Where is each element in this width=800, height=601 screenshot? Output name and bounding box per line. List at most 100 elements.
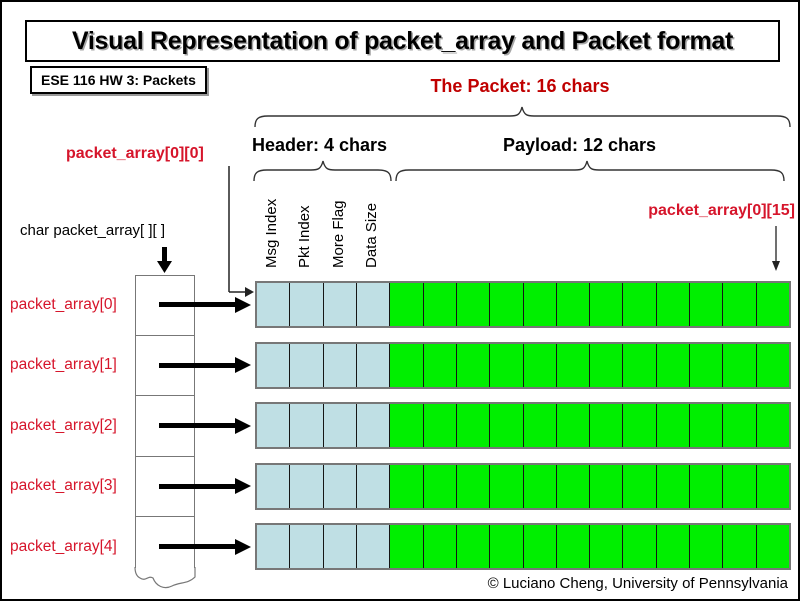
payload-cell xyxy=(490,283,524,326)
payload-cell xyxy=(456,525,491,568)
header-brace xyxy=(253,160,392,182)
header-field-label: Data Size xyxy=(363,202,381,268)
payload-cell xyxy=(756,464,789,508)
array-declaration-label: char packet_array[ ][ ] xyxy=(20,222,166,239)
row-label: packet_array[0] xyxy=(10,295,117,313)
payload-cell xyxy=(456,343,491,387)
packet-row xyxy=(255,281,791,328)
payload-cell xyxy=(523,283,557,326)
array-pointer-column xyxy=(135,275,195,568)
header-cell xyxy=(356,525,391,568)
packet-row xyxy=(255,523,791,570)
course-badge: ESE 116 HW 3: Packets xyxy=(30,66,207,94)
header-cell xyxy=(290,343,324,387)
payload-cell xyxy=(723,464,757,508)
payload-cell xyxy=(423,404,457,447)
packet-row xyxy=(255,462,791,510)
payload-cell xyxy=(690,464,724,508)
payload-cell xyxy=(390,464,424,508)
pointer-cell-divider xyxy=(136,395,194,396)
payload-cell xyxy=(623,525,657,568)
payload-cell xyxy=(556,464,591,508)
row-arrow-icon xyxy=(159,478,251,494)
payload-cell xyxy=(490,464,524,508)
header-field-label: More Flag xyxy=(329,200,347,268)
declaration-arrow-icon xyxy=(157,247,172,273)
payload-cell xyxy=(523,404,557,447)
payload-cell xyxy=(590,525,624,568)
payload-cell xyxy=(423,343,457,387)
payload-cell xyxy=(756,283,789,326)
payload-cell xyxy=(656,283,691,326)
header-cell xyxy=(257,283,291,326)
header-field-label: Pkt Index xyxy=(296,205,314,268)
payload-cell xyxy=(490,404,524,447)
payload-cell xyxy=(556,343,591,387)
payload-cell xyxy=(690,343,724,387)
header-cell xyxy=(356,404,391,447)
torn-edge xyxy=(134,567,196,589)
payload-cell xyxy=(723,343,757,387)
payload-cell xyxy=(523,343,557,387)
header-cell xyxy=(290,525,324,568)
payload-cell xyxy=(423,283,457,326)
payload-cell xyxy=(756,343,789,387)
row-label: packet_array[3] xyxy=(10,477,117,494)
header-cell xyxy=(356,343,391,387)
payload-cell xyxy=(756,404,789,447)
packet-row xyxy=(255,402,791,449)
payload-cell xyxy=(490,343,524,387)
header-cell xyxy=(290,283,324,326)
packet-row xyxy=(255,341,791,389)
payload-cell xyxy=(623,343,657,387)
header-cell xyxy=(323,283,357,326)
header-cell xyxy=(257,525,291,568)
header-cell xyxy=(290,464,324,508)
payload-cell xyxy=(623,404,657,447)
header-cell xyxy=(356,283,391,326)
row-arrow-icon xyxy=(159,538,251,555)
payload-cell xyxy=(423,525,457,568)
payload-cell xyxy=(423,464,457,508)
payload-cell xyxy=(390,283,424,326)
last-cell-pointer-label: packet_array[0][15] xyxy=(648,202,795,219)
payload-cell xyxy=(556,404,591,447)
payload-cell xyxy=(456,283,491,326)
payload-cell xyxy=(556,525,591,568)
header-cell xyxy=(323,525,357,568)
payload-cell xyxy=(523,525,557,568)
payload-cell xyxy=(690,404,724,447)
course-badge-label: ESE 116 HW 3: Packets xyxy=(41,72,196,88)
packet-heading: The Packet: 16 chars xyxy=(430,76,610,96)
payload-cell xyxy=(756,525,789,568)
payload-cell xyxy=(590,283,624,326)
title-box: Visual Representation of packet_array an… xyxy=(25,20,780,62)
pointer-cell-divider xyxy=(136,456,194,457)
last-cell-pointer-arrow-icon xyxy=(772,226,780,271)
payload-cell xyxy=(723,525,757,568)
header-label: Header: 4 chars xyxy=(252,135,388,155)
row-label: packet_array[1] xyxy=(10,356,117,373)
payload-cell xyxy=(490,525,524,568)
row-arrow-icon xyxy=(159,357,251,373)
header-field-label: Msg Index xyxy=(262,198,280,268)
payload-cell xyxy=(723,283,757,326)
header-cell xyxy=(257,343,291,387)
row-arrow-icon xyxy=(159,417,251,434)
payload-cell xyxy=(456,464,491,508)
header-cell xyxy=(257,464,291,508)
row-label: packet_array[2] xyxy=(10,416,117,434)
first-cell-pointer-arrow-icon xyxy=(228,166,254,297)
payload-cell xyxy=(590,464,624,508)
payload-cell xyxy=(656,464,691,508)
header-cell xyxy=(290,404,324,447)
header-cell xyxy=(257,404,291,447)
payload-label: Payload: 12 chars xyxy=(502,135,657,155)
payload-cell xyxy=(590,343,624,387)
row-label: packet_array[4] xyxy=(10,537,117,555)
header-cell xyxy=(323,404,357,447)
payload-cell xyxy=(390,343,424,387)
payload-brace xyxy=(395,160,785,182)
payload-cell xyxy=(556,283,591,326)
